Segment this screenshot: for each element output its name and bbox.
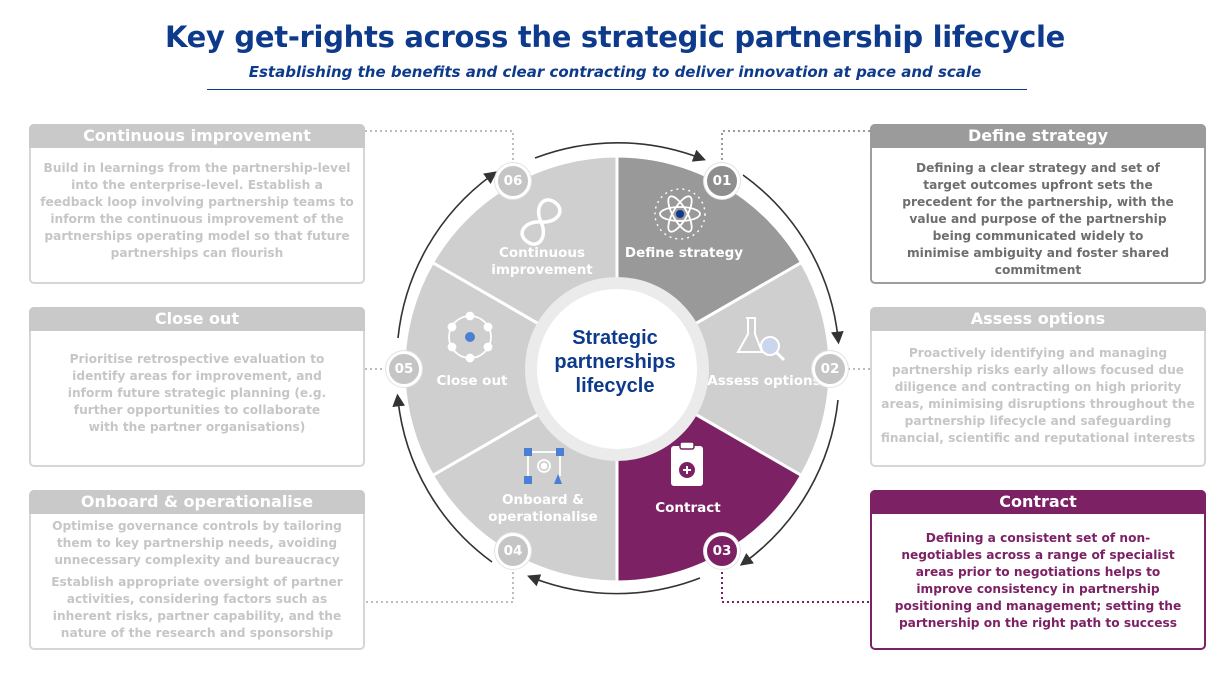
network-icon xyxy=(447,311,493,363)
segment-label-onboard-operationalise: Onboard & operationalise xyxy=(488,492,598,525)
hub-center xyxy=(537,289,697,449)
box-text: Build in learnings from the partnership-… xyxy=(40,161,354,260)
step-number-06: 06 xyxy=(495,163,531,199)
connector-03 xyxy=(721,572,870,603)
box-title: Close out xyxy=(29,307,365,331)
box-title: Contract xyxy=(870,490,1206,514)
box-title: Continuous improvement xyxy=(29,124,365,148)
box-text: Prioritise retrospective evaluation to i… xyxy=(67,352,327,434)
box-text: Proactively identifying and managing par… xyxy=(880,346,1196,445)
step-number-05: 05 xyxy=(386,351,422,387)
step-number-04: 04 xyxy=(495,533,531,569)
box-close-out: Close out Prioritise retrospective evalu… xyxy=(29,307,365,467)
flask-magnifier-icon xyxy=(736,317,786,362)
box-contract: Contract Defining a consistent set of no… xyxy=(870,490,1206,650)
box-title: Define strategy xyxy=(870,124,1206,148)
step-number-03: 03 xyxy=(704,533,740,569)
page-title: Key get-rights across the strategic part… xyxy=(165,20,1065,54)
segment-label-assess-options: Assess options xyxy=(707,373,821,389)
segment-label-close-out: Close out xyxy=(436,373,508,389)
arrow-01-02 xyxy=(742,174,844,345)
step-number-01: 01 xyxy=(704,163,740,199)
arrow-05-06 xyxy=(397,171,498,339)
page-subtitle: Establishing the benefits and clear cont… xyxy=(248,63,982,81)
box-text: Defining a clear strategy and set of tar… xyxy=(902,161,1174,277)
atom-icon xyxy=(654,188,706,240)
clipboard-icon xyxy=(671,441,703,486)
arrow-06-01 xyxy=(534,141,706,162)
infinity-loop-icon xyxy=(520,198,562,246)
process-gear-icon xyxy=(524,448,564,484)
step-number-02: 02 xyxy=(812,351,848,387)
connector-01 xyxy=(721,130,870,160)
box-title: Onboard & operationalise xyxy=(29,490,365,514)
box-title: Assess options xyxy=(870,307,1206,331)
segment-label-continuous-improvement: Continuous improvement xyxy=(491,245,593,278)
box-text: Defining a consistent set of non-negotia… xyxy=(894,531,1182,630)
arrow-03-04 xyxy=(527,574,701,595)
center-label: Strategic partnerships lifecycle xyxy=(554,327,676,397)
segment-label-contract: Contract xyxy=(655,500,721,516)
connector-06 xyxy=(365,130,514,160)
box-text: Optimise governance controls by tailorin… xyxy=(51,519,343,640)
segment-label-define-strategy: Define strategy xyxy=(624,245,744,261)
box-define-strategy: Define strategy Defining a clear strateg… xyxy=(870,124,1206,284)
title-divider xyxy=(207,89,1027,90)
cycle-arrows xyxy=(392,141,844,595)
dotted-connectors xyxy=(365,130,870,603)
connector-04 xyxy=(365,572,514,603)
box-assess-options: Assess options Proactively identifying a… xyxy=(870,307,1206,467)
arrow-04-05 xyxy=(392,393,493,563)
arrow-02-03 xyxy=(739,399,839,566)
box-onboard-operationalise: Onboard & operationalise Optimise govern… xyxy=(29,490,365,650)
box-continuous-improvement: Continuous improvement Build in learning… xyxy=(29,124,365,284)
